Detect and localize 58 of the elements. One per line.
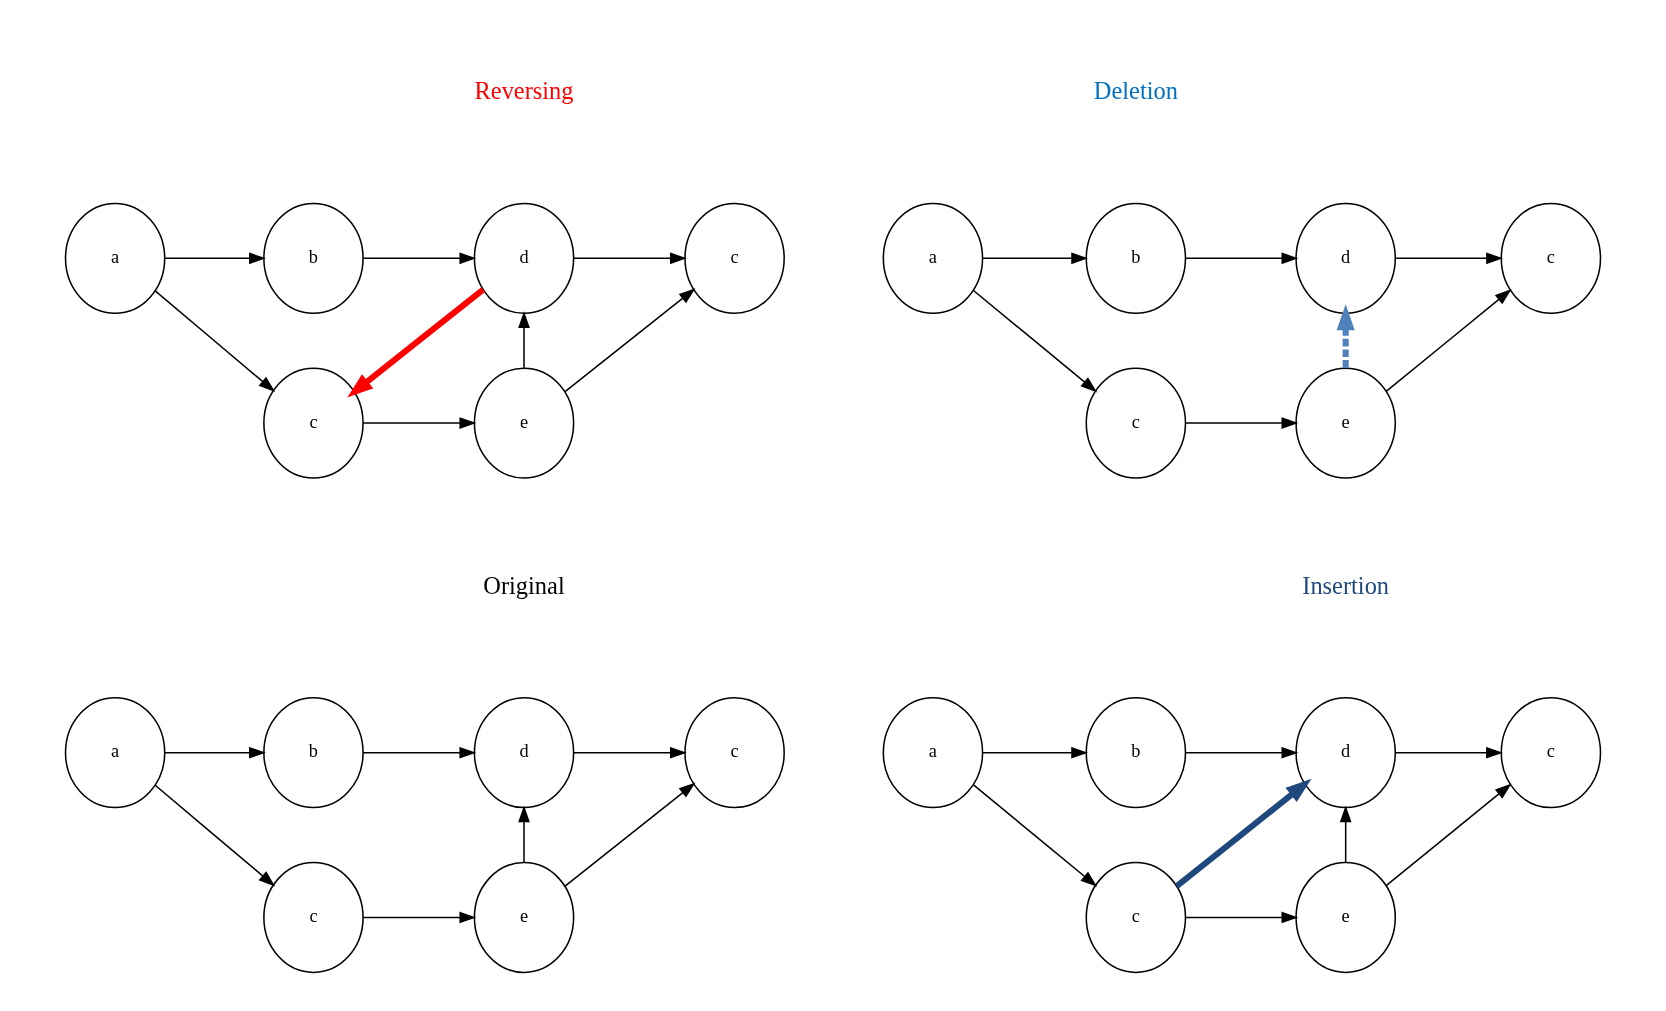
arrow [362,911,477,924]
node-circle: e [1295,861,1397,974]
node-circle: d [473,202,575,314]
label: Original [483,571,565,599]
node-circle: c [263,367,364,479]
arrow [982,746,1089,759]
node-circle: c [263,861,364,974]
arrow [982,252,1089,265]
arrow [564,288,696,393]
arrow [1339,805,1352,863]
arrow [347,287,486,398]
node-circle: a [882,697,984,809]
arrow [1185,417,1299,429]
label: Reversing [474,77,574,105]
node-circle: e [1295,367,1397,479]
arrow [1174,778,1312,889]
node-circle: a [64,202,166,314]
arrow [518,311,530,369]
arrow [1385,783,1512,887]
node-circle: b [263,697,364,809]
arrow [164,252,266,265]
arrow [1394,746,1503,759]
node-circle: c [1085,367,1187,479]
arrow [1385,289,1512,393]
arrow [518,805,530,863]
node-circle: c [1500,697,1602,809]
arrow [154,784,276,887]
node-circle: a [882,202,984,314]
arrow [972,289,1098,393]
node-circle: d [1295,697,1397,809]
node-circle: e [473,861,575,974]
node-circle: c [684,697,785,809]
label: Deletion [1093,77,1178,105]
arrow [572,252,687,265]
label: Insertion [1302,571,1390,599]
node-circle: d [1295,202,1397,314]
arrow [1185,911,1299,924]
node-circle: e [473,367,575,479]
node-circle: c [1500,202,1602,314]
node-circle: b [263,202,364,314]
arrow [572,746,687,759]
node-circle: b [1085,202,1187,314]
arrow [362,746,477,759]
arrow [362,252,477,265]
arrow [1185,252,1299,265]
node-circle: b [1085,697,1187,809]
arrow [164,746,266,759]
arrow [972,784,1098,887]
node-circle: d [473,697,575,809]
node-circle: a [64,697,166,809]
arrow [362,417,477,429]
arrow [154,290,276,393]
arrow [1394,252,1503,265]
arrow [564,782,696,887]
arrow [1336,304,1355,368]
node-circle: c [684,202,785,314]
node-circle: c [1085,861,1187,974]
arrow [1185,746,1299,759]
